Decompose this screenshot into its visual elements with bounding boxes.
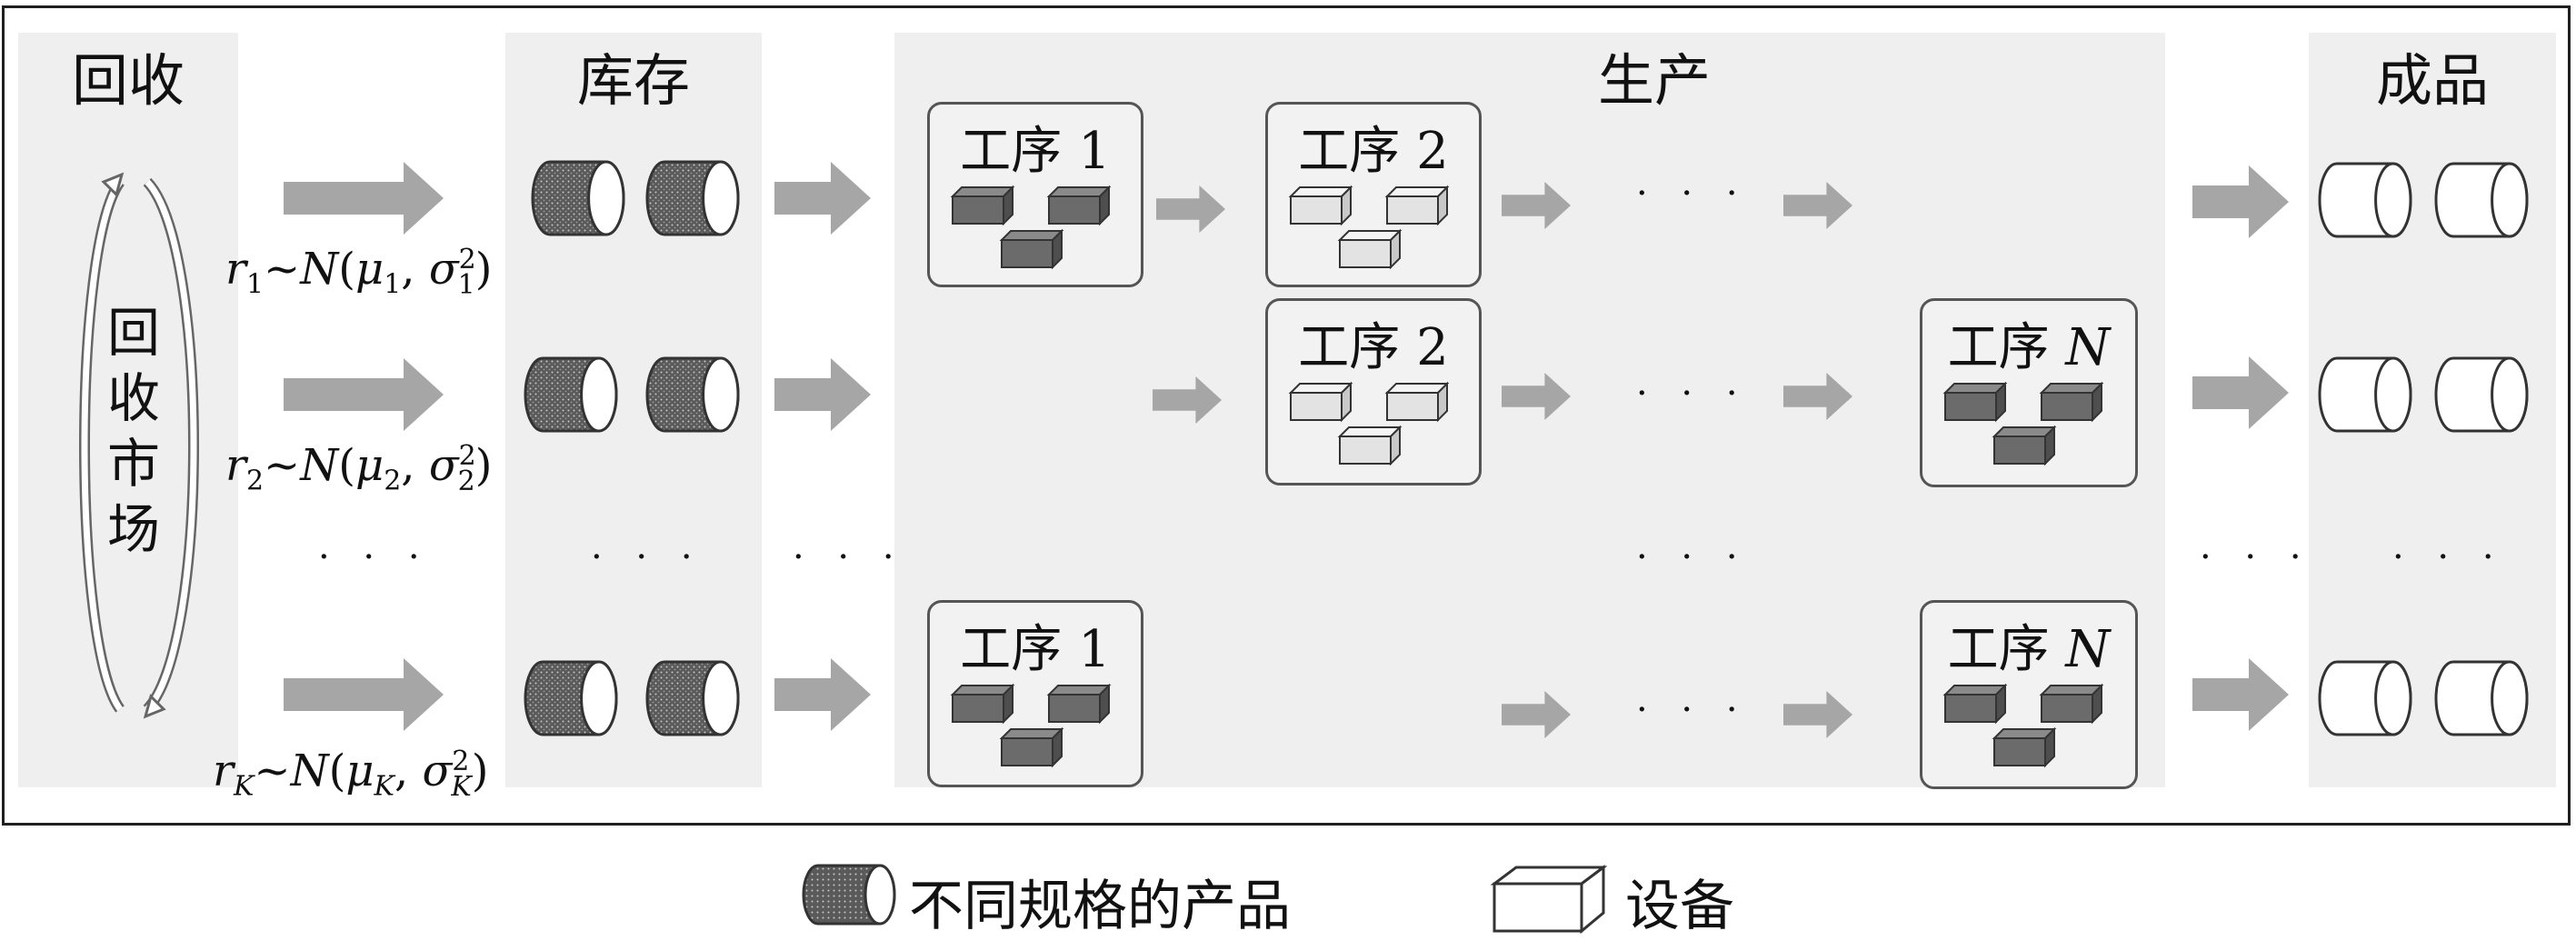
- production-title: 生产: [1597, 47, 1711, 114]
- product-cylinder: [524, 356, 618, 433]
- flow-arrow: [1783, 182, 1852, 229]
- ellipsis: · · ·: [2200, 536, 2312, 578]
- distribution-formula-1: r1~N(μ1, σ21): [225, 244, 493, 301]
- flow-arrow: [774, 358, 871, 431]
- flow-arrow: [1783, 373, 1852, 420]
- market-label-2: 收: [106, 367, 160, 429]
- flow-arrow: [2192, 658, 2289, 731]
- ellipsis: · · ·: [1636, 173, 1749, 215]
- product-cylinder: [524, 660, 618, 736]
- ellipsis: · · ·: [1636, 373, 1749, 415]
- equipment-device: [2039, 683, 2104, 725]
- ellipsis: · · ·: [1636, 689, 1749, 731]
- flow-arrow: [1156, 185, 1225, 233]
- legend-products-label: 不同规格的产品: [909, 875, 1291, 938]
- flow-arrow: [774, 162, 871, 235]
- inventory-title: 库存: [576, 47, 690, 114]
- ellipsis: · · ·: [1636, 536, 1749, 578]
- market-label-4: 场: [106, 498, 160, 560]
- equipment-device: [1992, 425, 2057, 466]
- equipment-device: [1337, 228, 1403, 270]
- recycle-title: 回收: [71, 47, 185, 114]
- process-label: 工序 N: [1947, 620, 2111, 679]
- ellipsis: · · ·: [793, 536, 905, 578]
- flow-arrow: [774, 658, 871, 731]
- process-label: 工序 2: [1298, 318, 1449, 377]
- process-label: 工序 1: [960, 122, 1111, 181]
- process-label: 工序 1: [960, 620, 1111, 679]
- legend-equipment-label: 设备: [1625, 875, 1734, 938]
- legend-product-icon: [802, 864, 896, 926]
- product-cylinder: [2318, 162, 2412, 238]
- equipment-device: [1992, 726, 2057, 768]
- ellipsis: · · ·: [591, 536, 704, 578]
- flow-arrow: [2192, 165, 2289, 238]
- flow-arrow: [1502, 691, 1571, 738]
- product-cylinder: [2318, 356, 2412, 433]
- equipment-device: [999, 726, 1064, 768]
- product-cylinder: [2434, 356, 2529, 433]
- equipment-device: [1046, 185, 1112, 226]
- flow-arrow: [1502, 373, 1571, 420]
- product-cylinder: [802, 864, 896, 926]
- finished-title: 成品: [2375, 47, 2489, 114]
- flow-arrow: [1502, 182, 1571, 229]
- equipment-device: [1384, 185, 1450, 226]
- product-cylinder: [2318, 660, 2412, 736]
- product-cylinder: [645, 660, 740, 736]
- equipment-device: [2039, 381, 2104, 423]
- equipment-device: [1288, 381, 1353, 423]
- product-cylinder: [2434, 660, 2529, 736]
- flow-arrow: [1153, 376, 1222, 424]
- market-label-3: 市: [106, 433, 160, 495]
- equipment-device: [1942, 683, 2008, 725]
- ellipsis: · · ·: [2392, 536, 2505, 578]
- flow-arrow: [1783, 691, 1852, 738]
- equipment-device: [1337, 425, 1403, 466]
- product-cylinder: [2434, 162, 2529, 238]
- product-cylinder: [645, 160, 740, 236]
- process-label: 工序 2: [1298, 122, 1449, 181]
- equipment-device: [1046, 683, 1112, 725]
- equipment-device: [1384, 381, 1450, 423]
- distribution-formula-K: rK~N(μK, σ2K): [213, 746, 489, 803]
- flow-arrow: [284, 162, 444, 235]
- equipment-device: [1942, 381, 2008, 423]
- equipment-device: [950, 185, 1015, 226]
- flow-arrow: [2192, 356, 2289, 429]
- flow-arrow: [284, 358, 444, 431]
- equipment-device: [1288, 185, 1353, 226]
- market-label-1: 回: [106, 302, 160, 364]
- equipment-device: [950, 683, 1015, 725]
- diagram-frame: [2, 5, 2571, 826]
- equipment-device: [999, 228, 1064, 270]
- product-cylinder: [645, 356, 740, 433]
- legend-equipment-icon: [1490, 865, 1608, 935]
- recycle-panel: [18, 33, 238, 787]
- flow-arrow: [284, 658, 444, 731]
- ellipsis: · · ·: [318, 536, 431, 578]
- distribution-formula-2: r2~N(μ2, σ22): [225, 440, 493, 497]
- product-cylinder: [531, 160, 625, 236]
- market-cycle-icon: [79, 172, 199, 719]
- process-label: 工序 N: [1947, 318, 2111, 377]
